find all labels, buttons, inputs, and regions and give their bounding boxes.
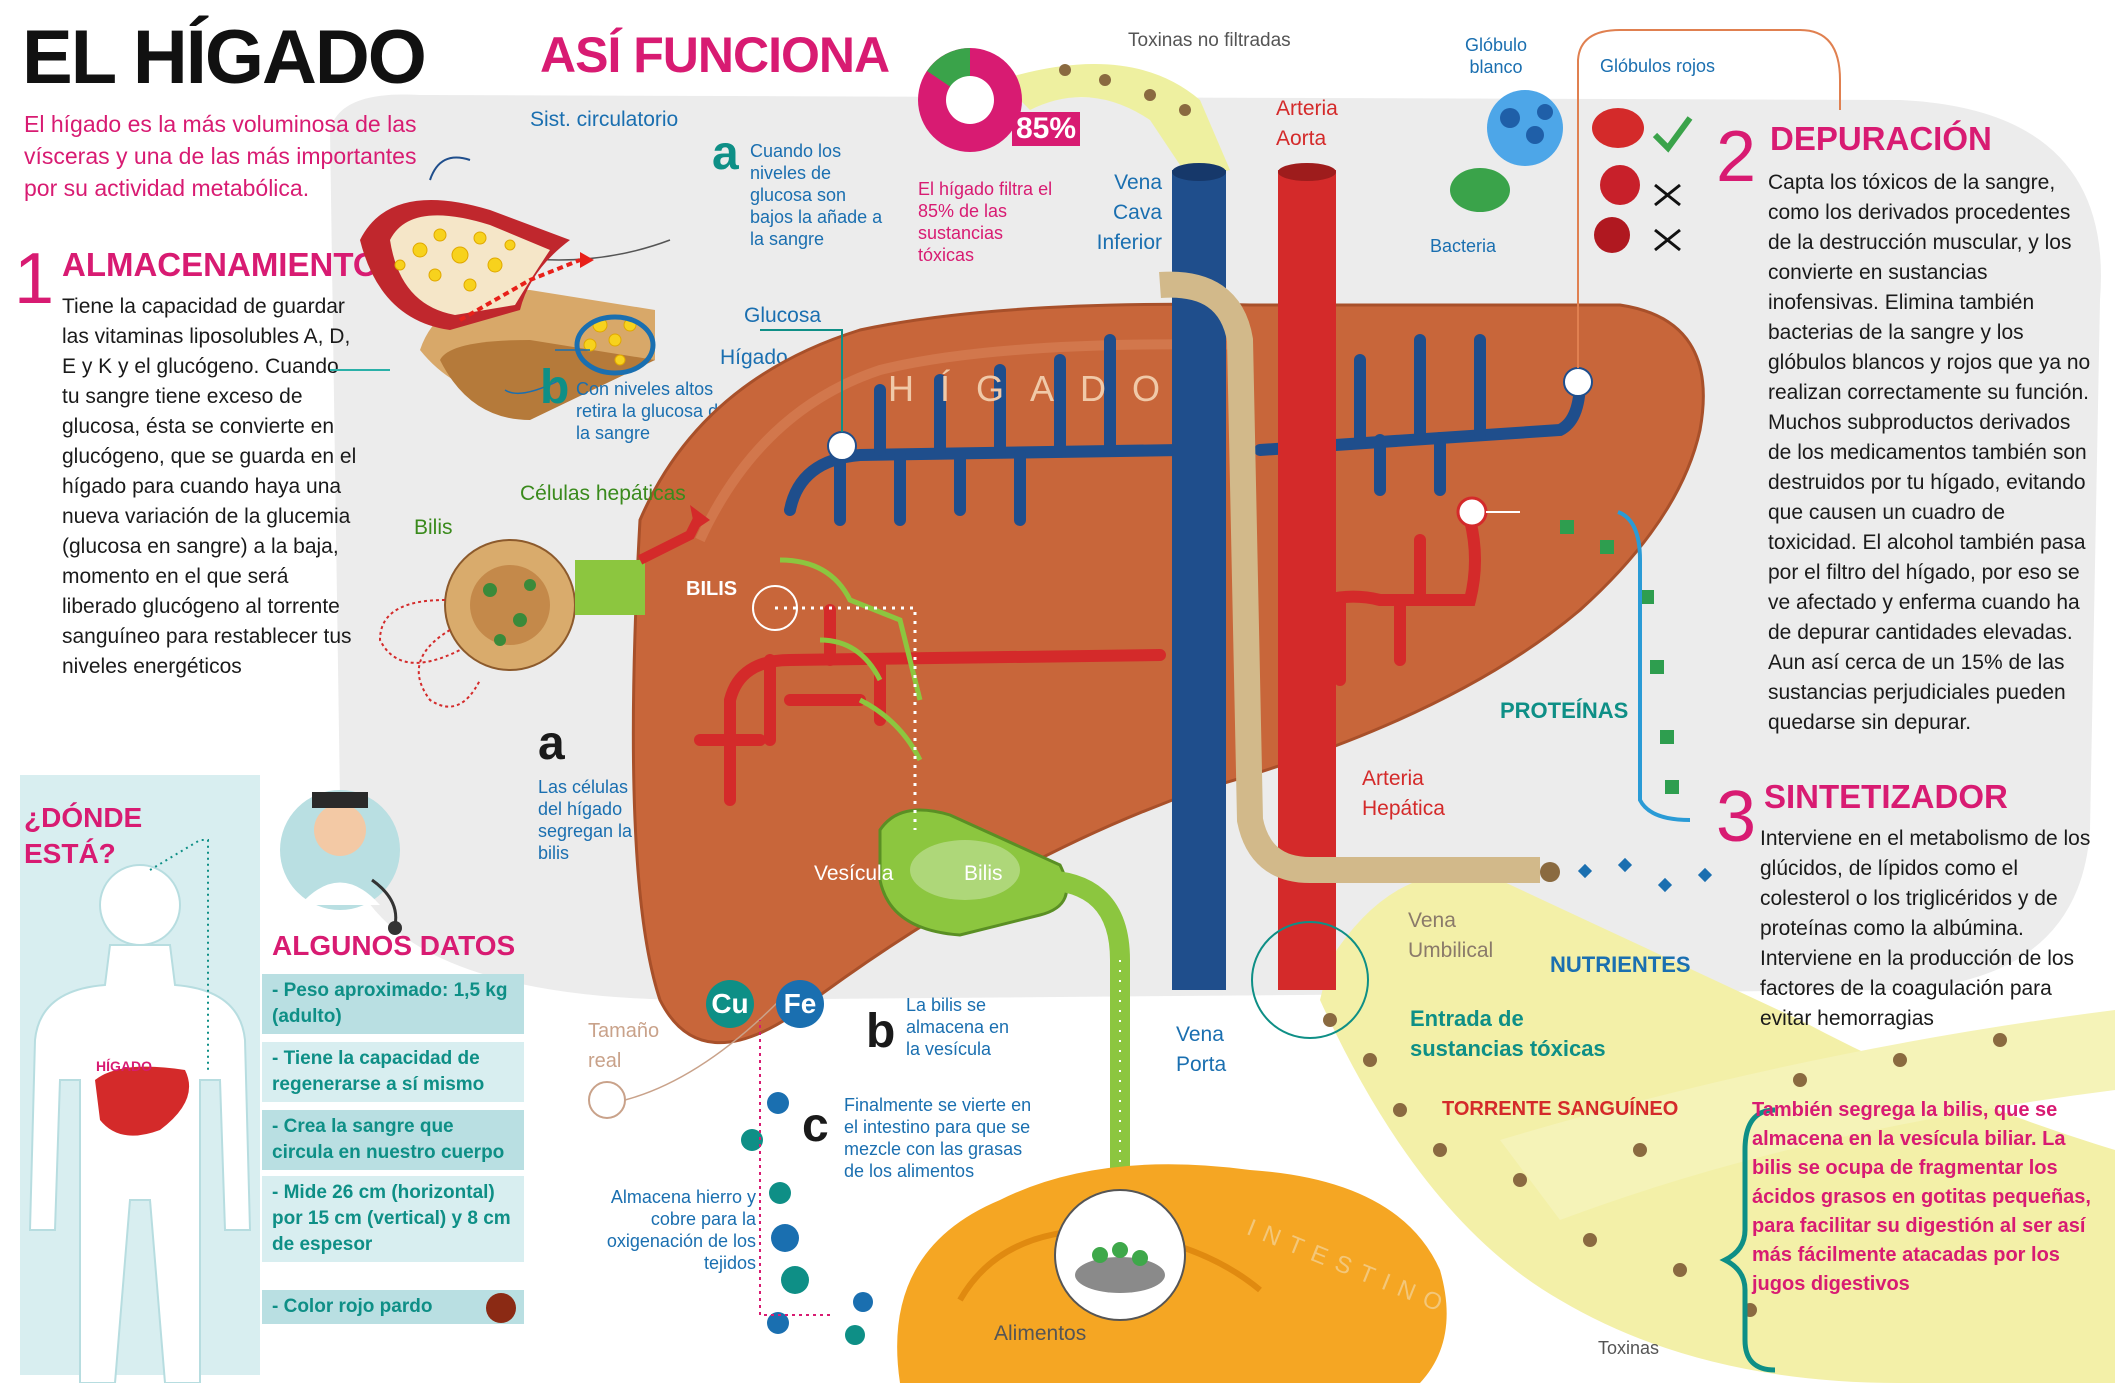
cells-a-letter: a [538,717,565,770]
section-2-text: Capta los tóxicos de la sangre, como los… [1768,171,2091,734]
section-2-number: 2 [1716,117,1757,197]
arteria-aorta-label: Arteria Aorta [1276,97,1338,150]
gallbladder-bilis-label: Bilis [964,862,1003,885]
cells-a-text: Las células del hígado segregan la bilis [538,777,633,863]
fact-regenerate: - Tiene la capacidad de regenerarse a sí… [262,1042,524,1102]
cu-badge: Cu [706,980,754,1028]
vena-cava-label: Vena Cava Inferior [1096,171,1162,254]
fact-blood: - Crea la sangre que circula en nuestro … [262,1110,524,1170]
vena-umbilical-label: Vena Umbilical [1408,909,1494,962]
glucose-illustration [330,156,671,420]
glucose-b-text: Con niveles altos retira la glucosa de l… [576,379,729,443]
toxins-top-label: Toxinas no filtradas [1128,30,1291,51]
white-cell-label: Glóbulo blanco [1464,35,1528,77]
cells-label: Células hepáticas [520,482,686,505]
red-cells-label: Glóbulos rojos [1600,56,1716,76]
bile-note: También segrega la bilis, que se almacen… [1752,1099,2091,1295]
section-3-heading: SINTETIZADOR [1764,778,2008,815]
fe-badge: Fe [776,980,824,1028]
filter-text: El hígado filtra el 85% de las sustancia… [918,179,1053,265]
intro-text: El hígado es la más voluminosa de las ví… [24,111,417,201]
fact-color: - Color rojo pardo [262,1290,524,1324]
glucose-a-text: Cuando los niveles de glucosa son bajos … [750,141,883,249]
page-title: EL HÍGADO [22,15,427,100]
liver-label: HÍGADO [888,368,1187,409]
where-heading: ¿DÓNDE ESTÁ? [24,802,143,869]
fact-color-text: - Color rojo pardo [272,1296,433,1317]
vena-porta-label: Vena Porta [1176,1023,1227,1076]
gallbladder-b-text: La bilis se almacena en la vesícula [906,995,1010,1059]
c-step-text: Finalmente se vierte en el intestino par… [844,1095,1032,1181]
section-2-heading: DEPURACIÓN [1770,120,1992,157]
gallbladder-b-letter: b [866,1005,896,1058]
section-1-text: Tiene la capacidad de guardar las vitami… [62,295,357,678]
section-3-text: Interviene en el metabolismo de los glúc… [1760,827,2091,1030]
minerals-text: Almacena hierro y cobre para la oxigenac… [606,1187,756,1273]
section-3-number: 3 [1716,777,1757,857]
gallbladder-label: Vesícula [814,862,894,885]
c-step-letter: c [802,1099,829,1152]
bilis-flow-label: BILIS [686,578,738,600]
body-liver-label: HÍGADO [96,1058,152,1074]
proteins-label: PROTEÍNAS [1500,698,1629,723]
circulatory-label: Sist. circulatorio [530,108,679,131]
glucose-b-letter: b [540,361,570,414]
color-swatch [486,1293,516,1323]
arteria-hepatica-label: Arteria Hepática [1362,767,1445,820]
cells-bilis-label: Bilis [414,516,453,539]
fact-size: - Mide 26 cm (horizontal) por 15 cm (ver… [262,1176,524,1262]
bloodstream-label: TORRENTE SANGUÍNEO [1442,1098,1679,1120]
food-label: Alimentos [994,1322,1087,1345]
bottom-toxins-label: Toxinas [1598,1338,1660,1358]
glucose-label: Glucosa [744,304,822,327]
filter-percent: 85% [1012,112,1081,146]
real-size-label: Tamaño real [588,1020,660,1072]
nutrients-label: NUTRIENTES [1550,952,1691,977]
facts-heading: ALGUNOS DATOS [272,930,516,961]
section-1-heading: ALMACENAMIENTO [62,246,379,283]
fact-weight: - Peso aproximado: 1,5 kg (adulto) [262,974,524,1034]
bacteria-label: Bacteria [1430,236,1497,256]
section-1-number: 1 [14,239,55,319]
how-it-works-title: ASÍ FUNCIONA [540,27,890,83]
glucose-a-letter: a [712,127,739,180]
liver-small-label: Hígado [720,346,788,369]
toxic-entry-label: Entrada de sustancias tóxicas [1410,1006,1606,1061]
